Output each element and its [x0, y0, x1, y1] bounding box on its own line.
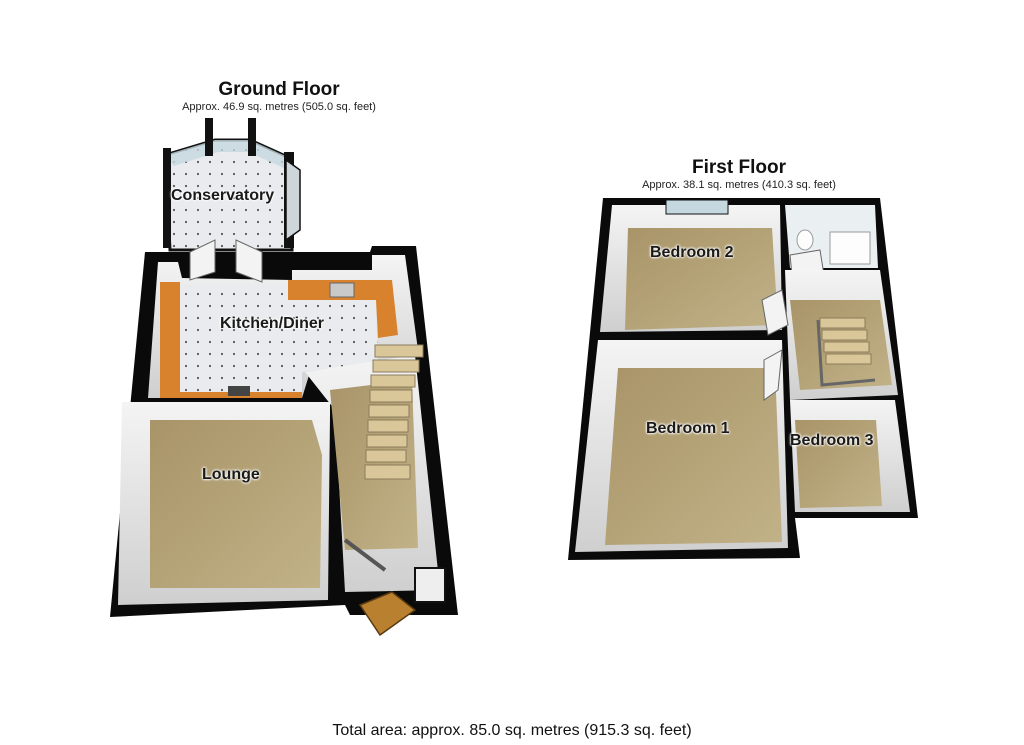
total-area-caption: Total area: approx. 85.0 sq. metres (915… [332, 722, 692, 739]
bedroom-3-label: Bedroom 3 [790, 432, 874, 449]
hall-and-stairs [305, 344, 446, 637]
lounge-room [118, 402, 330, 605]
conservatory-label: Conservatory [171, 187, 275, 204]
first-floor-plan [568, 198, 918, 560]
landing-and-stairs [761, 270, 898, 400]
first-floor-title: First Floor [692, 157, 786, 178]
ground-floor-plan [110, 118, 458, 637]
first-floor-area: Approx. 38.1 sq. metres (410.3 sq. feet) [642, 179, 836, 191]
ground-floor-area: Approx. 46.9 sq. metres (505.0 sq. feet) [182, 101, 376, 113]
ground-floor-title: Ground Floor [218, 79, 340, 100]
bedroom-3-room [790, 400, 910, 512]
bedroom-1-room [575, 340, 788, 552]
kitchen-diner-label: Kitchen/Diner [220, 315, 325, 332]
conservatory-room [163, 118, 301, 252]
lounge-label: Lounge [202, 466, 260, 483]
kitchen-diner-room [148, 239, 418, 398]
bedroom-1-label: Bedroom 1 [646, 420, 730, 437]
bedroom-2-label: Bedroom 2 [650, 244, 734, 261]
bedroom-2-room [600, 199, 782, 332]
